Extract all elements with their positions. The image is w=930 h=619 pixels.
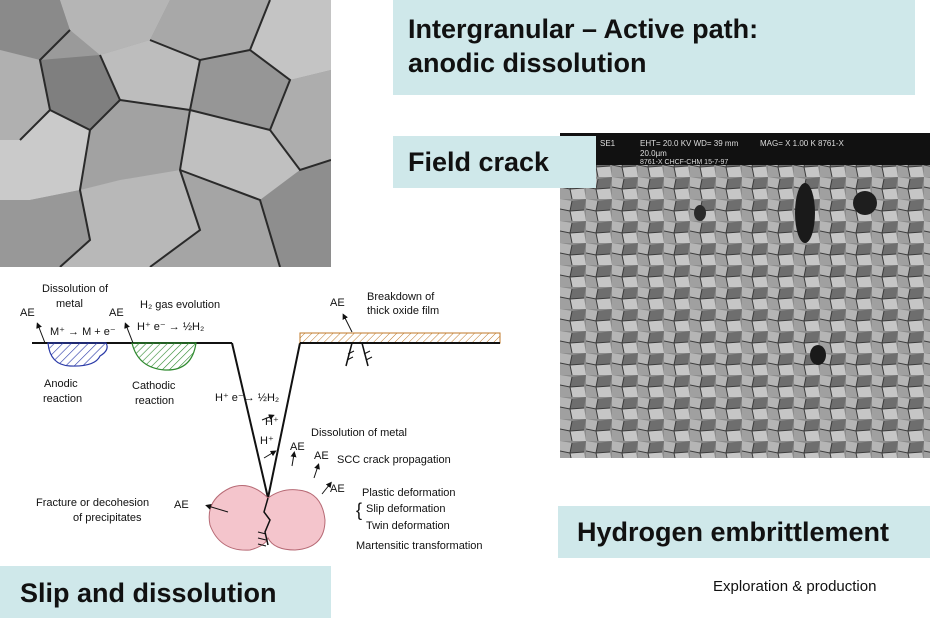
ae-label-plastic: AE: [330, 483, 345, 495]
fracture-line-2: of precipitates: [73, 512, 142, 524]
breakdown-line-1: Breakdown of: [367, 291, 435, 303]
title-box: Intergranular – Active path: anodic diss…: [393, 0, 915, 95]
anodic-equation: M⁺ → M + e⁻: [50, 326, 116, 338]
hydrogen-embrittlement-label: Hydrogen embrittlement: [558, 506, 930, 558]
slip-dissolution-diagram: AE Dissolution of metal AE H₂ gas evolut…: [20, 283, 501, 552]
cathodic-reaction-line-2: reaction: [135, 395, 174, 407]
cathodic-equation: H⁺ e⁻ → ½H₂: [137, 321, 204, 333]
sem-header-sub: 8761-X CHCF-CHM 15-7-97: [640, 159, 728, 166]
sem-header-mag: MAG= X 1.00 K 8761-X: [760, 139, 844, 148]
dissolution-of-metal-line-2: metal: [56, 298, 83, 310]
anodic-reaction-line-2: reaction: [43, 393, 82, 405]
martensitic-transformation: Martensitic transformation: [356, 540, 483, 552]
ae-label-scc: AE: [314, 450, 329, 462]
scc-crack-propagation: SCC crack propagation: [337, 454, 451, 466]
fracture-line-1: Fracture or decohesion: [36, 497, 149, 509]
title-line-2: anodic dissolution: [408, 48, 647, 78]
anodic-reaction-line-1: Anodic: [44, 378, 78, 390]
ae-label-oxide: AE: [330, 297, 345, 309]
crack-cathodic-equation: H⁺ e⁻→ ½H₂: [215, 392, 279, 404]
twin-deformation: Twin deformation: [366, 520, 450, 532]
cathodic-reaction-line-1: Cathodic: [132, 380, 176, 392]
plastic-deformation: Plastic deformation: [362, 487, 456, 499]
slip-and-dissolution-label: Slip and dissolution: [0, 566, 331, 618]
ae-label-fracture: AE: [174, 499, 189, 511]
dissolution-of-metal-crack: Dissolution of metal: [311, 427, 407, 439]
ae-label-2: AE: [109, 307, 124, 319]
h2-gas-evolution: H₂ gas evolution: [140, 299, 220, 311]
title-line-1: Intergranular – Active path:: [408, 14, 759, 44]
ae-label-dissolution: AE: [290, 441, 305, 453]
field-crack-micrograph: SE1 EHT= 20.0 KV WD= 39 mm MAG= X 1.00 K…: [560, 133, 930, 458]
deformation-brace: {: [356, 500, 362, 520]
ae-label-1: AE: [20, 307, 35, 319]
footer-text: Exploration & production: [713, 578, 877, 595]
slip-deformation: Slip deformation: [366, 503, 446, 515]
sem-header-left: SE1: [600, 139, 616, 148]
h-plus-1: H⁺: [265, 416, 279, 428]
field-crack-label: Field crack: [393, 136, 596, 188]
intergranular-micrograph: [0, 0, 331, 267]
sem-header-mid: EHT= 20.0 KV WD= 39 mm: [640, 139, 739, 148]
breakdown-line-2: thick oxide film: [367, 305, 439, 317]
sem-header-scale: 20.0µm: [640, 149, 667, 158]
h-plus-2: H⁺: [260, 435, 274, 447]
dissolution-of-metal-line-1: Dissolution of: [42, 283, 109, 295]
